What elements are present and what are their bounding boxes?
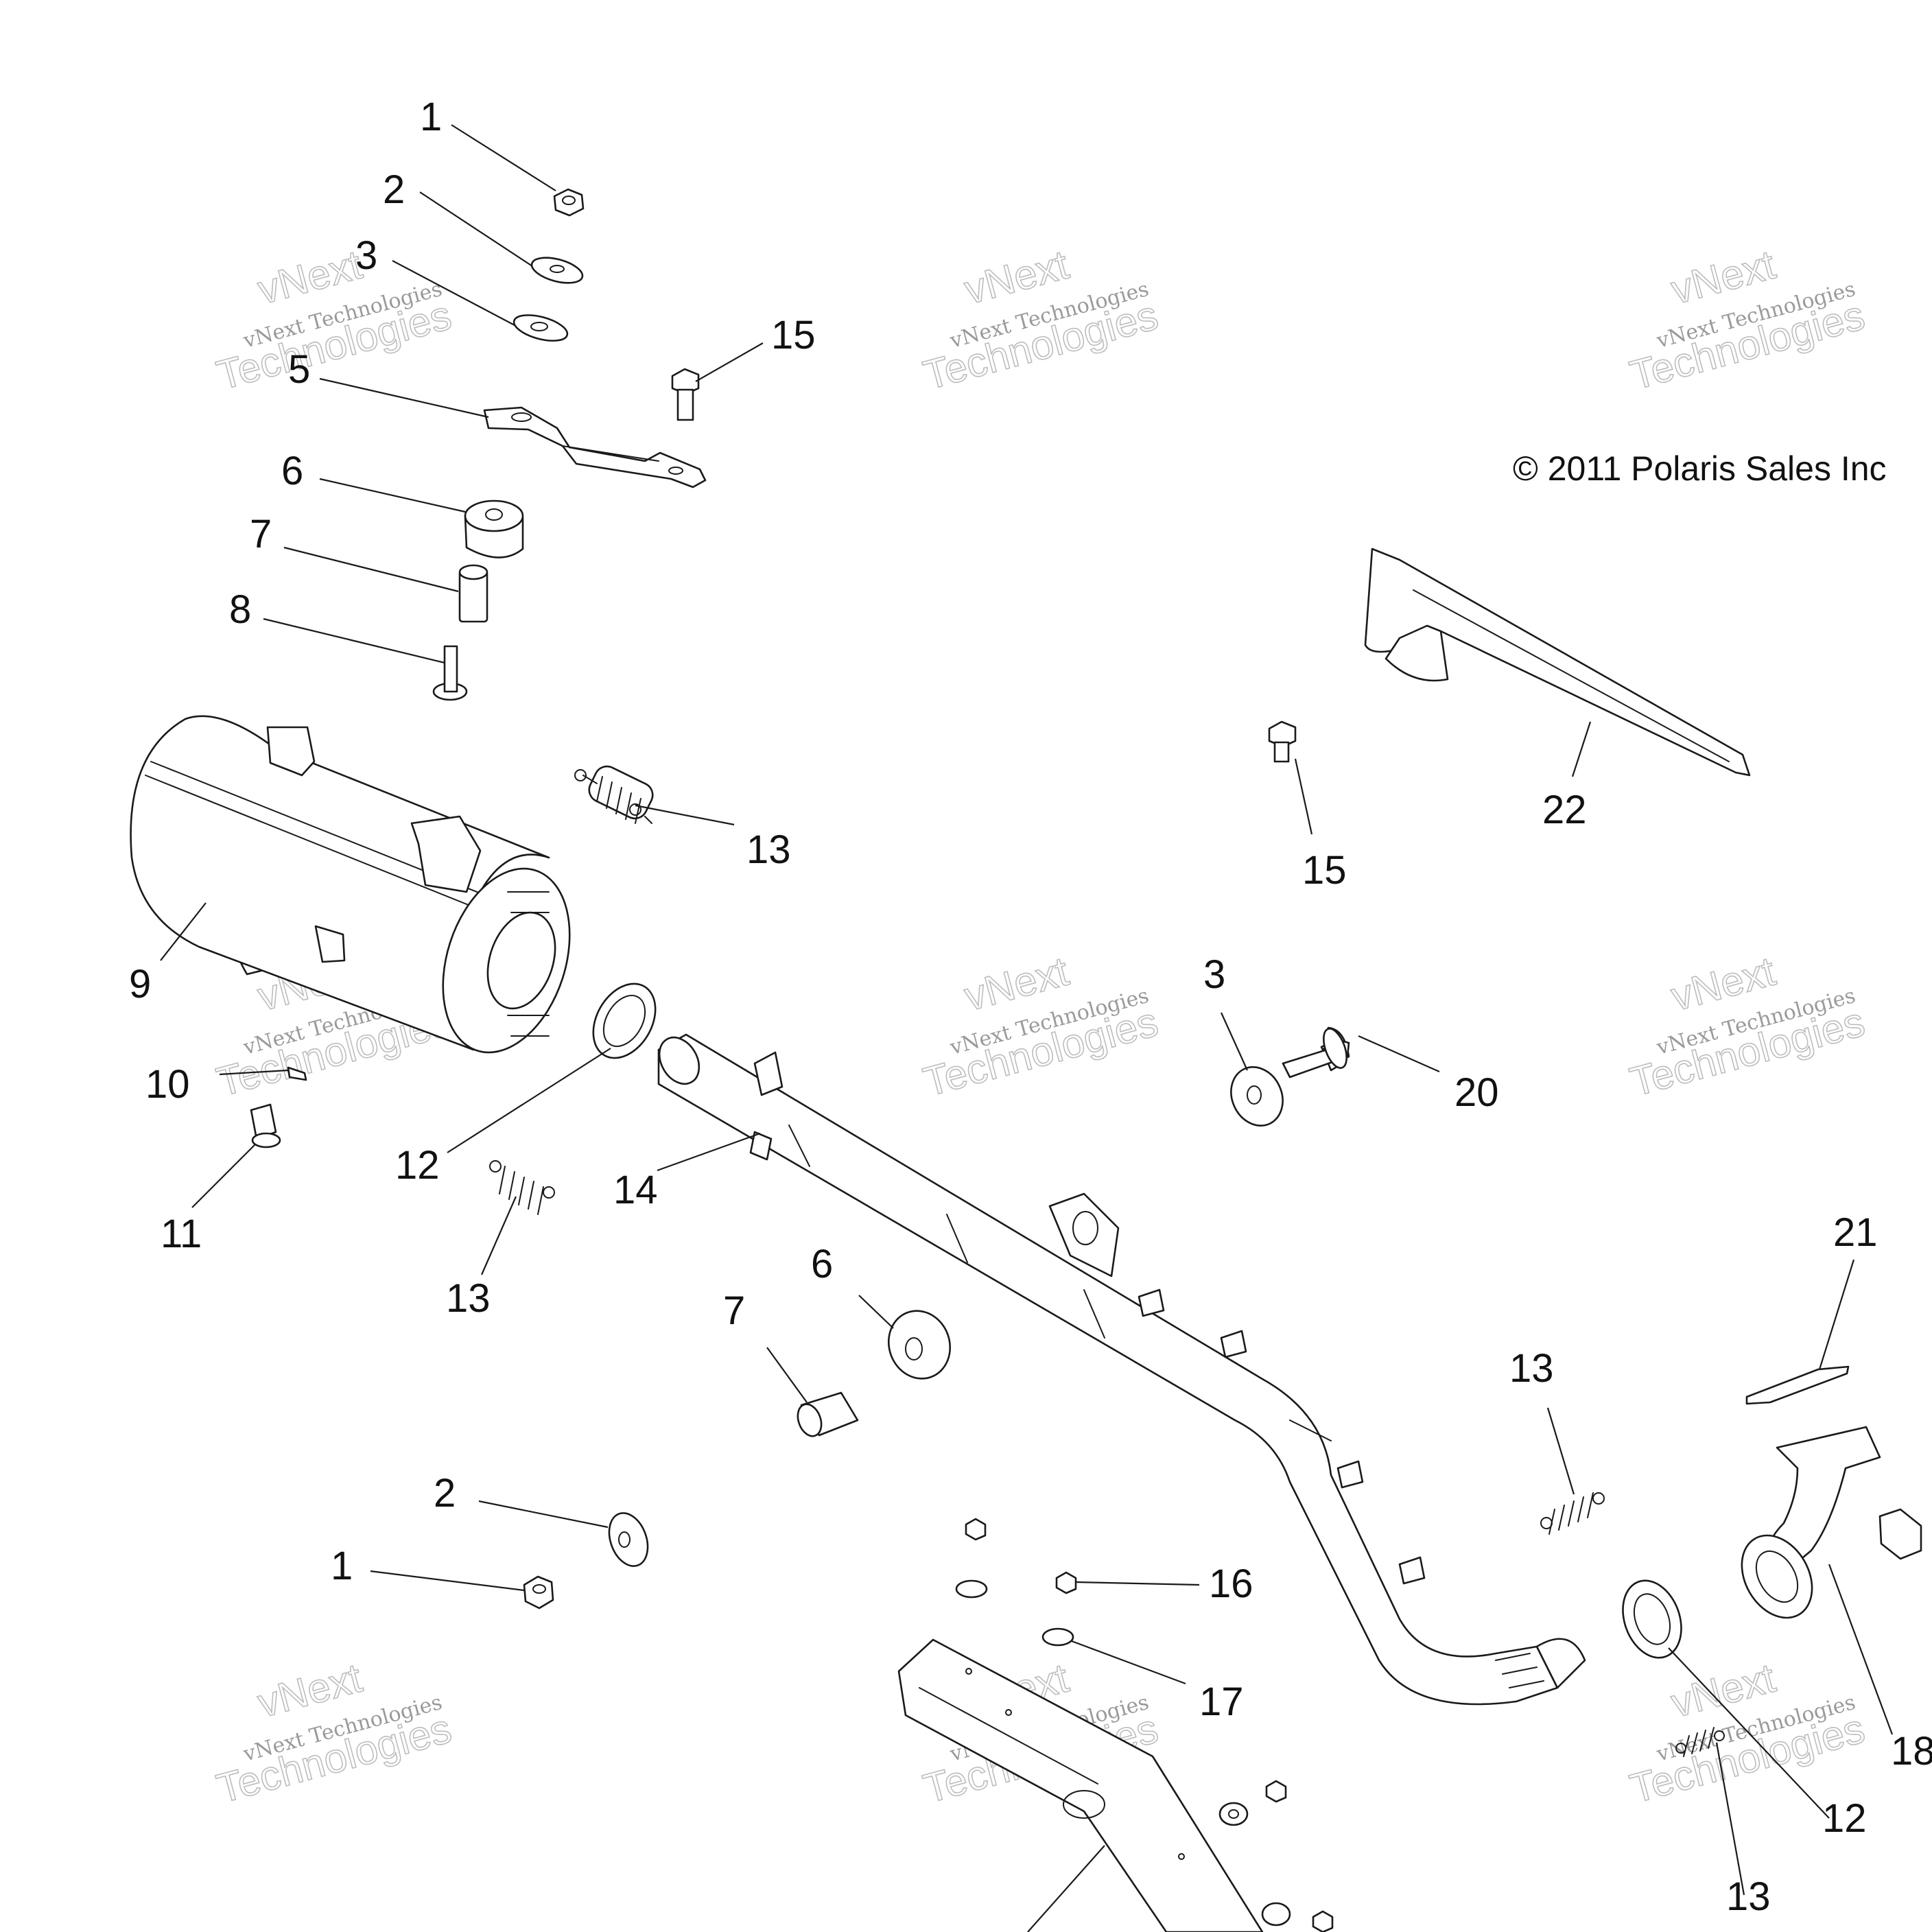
callout-13: 13 bbox=[746, 827, 791, 872]
callout-15: 15 bbox=[1302, 848, 1347, 893]
part-6-grommet-top bbox=[464, 499, 524, 558]
part-8-bolt bbox=[432, 645, 468, 701]
part-12-gasket-lower bbox=[1622, 1579, 1682, 1659]
callout-3: 3 bbox=[1203, 952, 1225, 997]
callout-16: 16 bbox=[1209, 1562, 1253, 1606]
watermark-tile: vNext vNext Technologies Technologies bbox=[918, 947, 1163, 1106]
part-mid-pipe-hardware bbox=[1218, 1780, 1334, 1932]
callout-17: 17 bbox=[1199, 1680, 1244, 1724]
part-13-spring-upper bbox=[574, 765, 654, 824]
part-1-nut-lower bbox=[523, 1575, 554, 1610]
callout-2: 2 bbox=[434, 1471, 456, 1516]
part-10-pin bbox=[287, 1066, 307, 1081]
callout-2: 2 bbox=[383, 167, 405, 212]
watermark-tile: vNext vNext Technologies Technologies bbox=[1625, 947, 1870, 1106]
callout-12: 12 bbox=[1822, 1796, 1867, 1841]
part-21-gasket-plate bbox=[1745, 1365, 1850, 1405]
part-7-sleeve-top bbox=[458, 564, 488, 623]
callout-20: 20 bbox=[1454, 1070, 1499, 1115]
leader-lines bbox=[160, 124, 1894, 1932]
watermark-tile: vNext vNext Technologies Technologies bbox=[211, 1654, 456, 1813]
part-2-washer-top bbox=[530, 257, 584, 284]
callout-7: 7 bbox=[723, 1288, 745, 1333]
part-12-gasket-upper bbox=[592, 982, 657, 1059]
callout-15: 15 bbox=[771, 313, 816, 357]
callout-6: 6 bbox=[281, 449, 303, 493]
callout-numbers: 1 2 3 5 15 6 7 8 13 9 10 11 12 13 14 6 7… bbox=[129, 95, 1932, 1919]
callout-1: 1 bbox=[331, 1544, 353, 1588]
callout-12: 12 bbox=[395, 1143, 440, 1188]
callout-13: 13 bbox=[1726, 1874, 1771, 1919]
part-13-spring-right bbox=[1540, 1492, 1605, 1535]
callout-9: 9 bbox=[129, 962, 151, 1006]
callout-21: 21 bbox=[1833, 1210, 1878, 1255]
part-16-bolt bbox=[965, 1518, 1077, 1594]
part-1-nut-top bbox=[553, 188, 585, 217]
watermark-tile: vNext vNext Technologies Technologies bbox=[918, 241, 1163, 399]
callout-8: 8 bbox=[229, 587, 251, 632]
watermark-tile: vNext vNext Technologies Technologies bbox=[1625, 241, 1870, 399]
callout-1: 1 bbox=[420, 95, 442, 139]
part-3-washer-top bbox=[513, 314, 569, 342]
callout-11: 11 bbox=[161, 1212, 202, 1256]
part-3-washer-right bbox=[1230, 1066, 1284, 1127]
part-20-bolt-body bbox=[1282, 1028, 1347, 1079]
part-15-bolt-top bbox=[671, 368, 700, 421]
part-17-washer bbox=[955, 1579, 1074, 1647]
callout-14: 14 bbox=[613, 1168, 658, 1212]
callout-22: 22 bbox=[1542, 788, 1587, 832]
part-22-heat-shield bbox=[1364, 547, 1751, 777]
part-6-grommet-lower bbox=[887, 1310, 952, 1380]
part-13-spring-lower bbox=[1675, 1727, 1725, 1757]
parts bbox=[130, 188, 1922, 1932]
callout-10: 10 bbox=[145, 1062, 190, 1107]
part-13-spring-middle bbox=[489, 1160, 555, 1215]
callout-13: 13 bbox=[446, 1276, 491, 1321]
part-15-bolt-right bbox=[1268, 720, 1297, 763]
copyright-text: © 2011 Polaris Sales Inc bbox=[1513, 449, 1887, 488]
part-11-plug bbox=[250, 1103, 281, 1148]
part-mid-pipe bbox=[897, 1638, 1264, 1932]
part-18-pipe-elbow bbox=[1741, 1426, 1922, 1619]
part-2-washer-lower bbox=[608, 1512, 649, 1567]
callout-13: 13 bbox=[1509, 1346, 1554, 1391]
watermark-tile: vNext vNext Technologies Technologies bbox=[1625, 1654, 1870, 1813]
part-5-bracket bbox=[483, 406, 707, 488]
part-14-head-pipe bbox=[657, 1033, 1586, 1706]
part-7-sleeve-lower bbox=[797, 1391, 859, 1437]
callout-5: 5 bbox=[288, 347, 310, 392]
watermark-tile: vNext vNext Technologies Technologies bbox=[211, 241, 456, 399]
callout-3: 3 bbox=[355, 233, 377, 278]
callout-6: 6 bbox=[811, 1242, 833, 1286]
callout-7: 7 bbox=[250, 512, 272, 556]
callout-18: 18 bbox=[1891, 1729, 1932, 1774]
part-9-muffler bbox=[130, 715, 571, 1054]
